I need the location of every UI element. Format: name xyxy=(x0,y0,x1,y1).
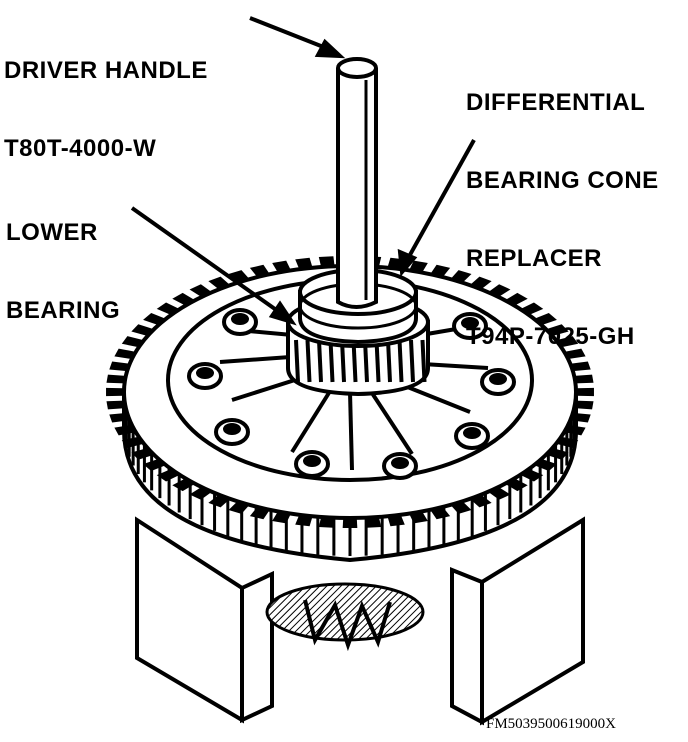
gear-tooth xyxy=(272,260,291,273)
bolt-center xyxy=(231,313,249,325)
replacer-label-line1: DIFFERENTIAL xyxy=(466,89,646,116)
figure-id: FM5039500619000X xyxy=(486,716,617,732)
gear-tooth xyxy=(469,276,492,290)
gear-tooth xyxy=(450,501,472,514)
gear-tooth xyxy=(450,270,472,283)
bolt-center xyxy=(303,455,321,467)
support-block-left xyxy=(135,516,274,724)
gear-tooth xyxy=(556,336,579,348)
gear-tooth xyxy=(114,348,136,360)
gear-tooth xyxy=(318,256,335,268)
bearing-roller xyxy=(328,339,335,383)
gear-tooth xyxy=(534,313,557,326)
gear-tooth xyxy=(504,292,528,306)
replacer-label-line2: BEARING CONE xyxy=(466,167,659,194)
support-block-right xyxy=(450,516,585,726)
gear-tooth xyxy=(365,516,382,528)
bolt-center xyxy=(391,457,409,469)
gear-tooth xyxy=(143,313,166,326)
gear-tooth xyxy=(106,387,125,397)
gear-tooth xyxy=(208,276,231,290)
bearing-roller xyxy=(294,339,300,383)
bearing-roller xyxy=(397,339,404,383)
gear-tooth xyxy=(430,264,451,278)
gear-tooth xyxy=(387,514,405,527)
gear-tooth xyxy=(318,516,335,528)
bearing-roller xyxy=(305,339,312,383)
gear-tooth xyxy=(570,361,591,372)
pinion-gear-below xyxy=(265,582,425,652)
gear-tooth xyxy=(172,292,196,306)
gear-tooth xyxy=(156,302,180,316)
lower-bearing-label-line2: BEARING xyxy=(6,297,121,324)
gear-tooth xyxy=(295,514,313,527)
gear-tooth xyxy=(295,257,313,270)
bolt-center xyxy=(223,423,241,435)
bolt-center xyxy=(461,317,479,329)
gear-tooth xyxy=(228,270,250,283)
bearing-cone-replacer xyxy=(298,268,418,345)
replacer-label: DIFFERENTIAL BEARING CONE REPLACER T94P-… xyxy=(466,38,659,402)
gear-tooth xyxy=(574,374,594,384)
leader-lines xyxy=(130,16,476,326)
gear-tooth xyxy=(409,260,428,273)
gear-tooth xyxy=(189,284,212,298)
driver-handle-label-line2: T80T-4000-W xyxy=(4,135,157,162)
bearing-roller xyxy=(317,339,323,383)
ring-gear-bolts xyxy=(187,308,516,480)
bearing-roller xyxy=(386,339,392,383)
gear-tooth xyxy=(106,374,126,384)
gear-tooth xyxy=(106,400,126,410)
gear-tooth xyxy=(249,264,270,278)
lower-bearing-label-line1: LOWER xyxy=(6,219,98,246)
bolt-center xyxy=(196,367,214,379)
gear-tooth xyxy=(575,387,594,397)
gear-tooth xyxy=(564,348,586,360)
gear-tooth xyxy=(488,284,511,298)
gear-tooth xyxy=(121,336,144,348)
replacer-label-line4: T94P-7025-GH xyxy=(466,323,635,350)
bolt-center xyxy=(463,427,481,439)
bolt-center xyxy=(489,373,507,385)
replacer-label-line3: REPLACER xyxy=(466,245,603,272)
driver-handle-label: DRIVER HANDLE T80T-4000-W xyxy=(4,6,208,214)
gear-teeth-side xyxy=(122,392,578,556)
gear-tooth xyxy=(109,361,130,372)
bearing-roller xyxy=(409,339,415,383)
gear-tooth xyxy=(574,400,594,410)
bearing-roller xyxy=(420,339,427,383)
driver-handle-shaft xyxy=(336,57,378,309)
gear-tooth xyxy=(131,324,154,336)
driver-handle-label-line1: DRIVER HANDLE xyxy=(4,57,208,84)
gear-tooth xyxy=(546,324,569,336)
lower-bearing-label: LOWER BEARING xyxy=(6,168,120,376)
gear-tooth xyxy=(520,302,544,316)
gear-tooth xyxy=(228,501,250,514)
